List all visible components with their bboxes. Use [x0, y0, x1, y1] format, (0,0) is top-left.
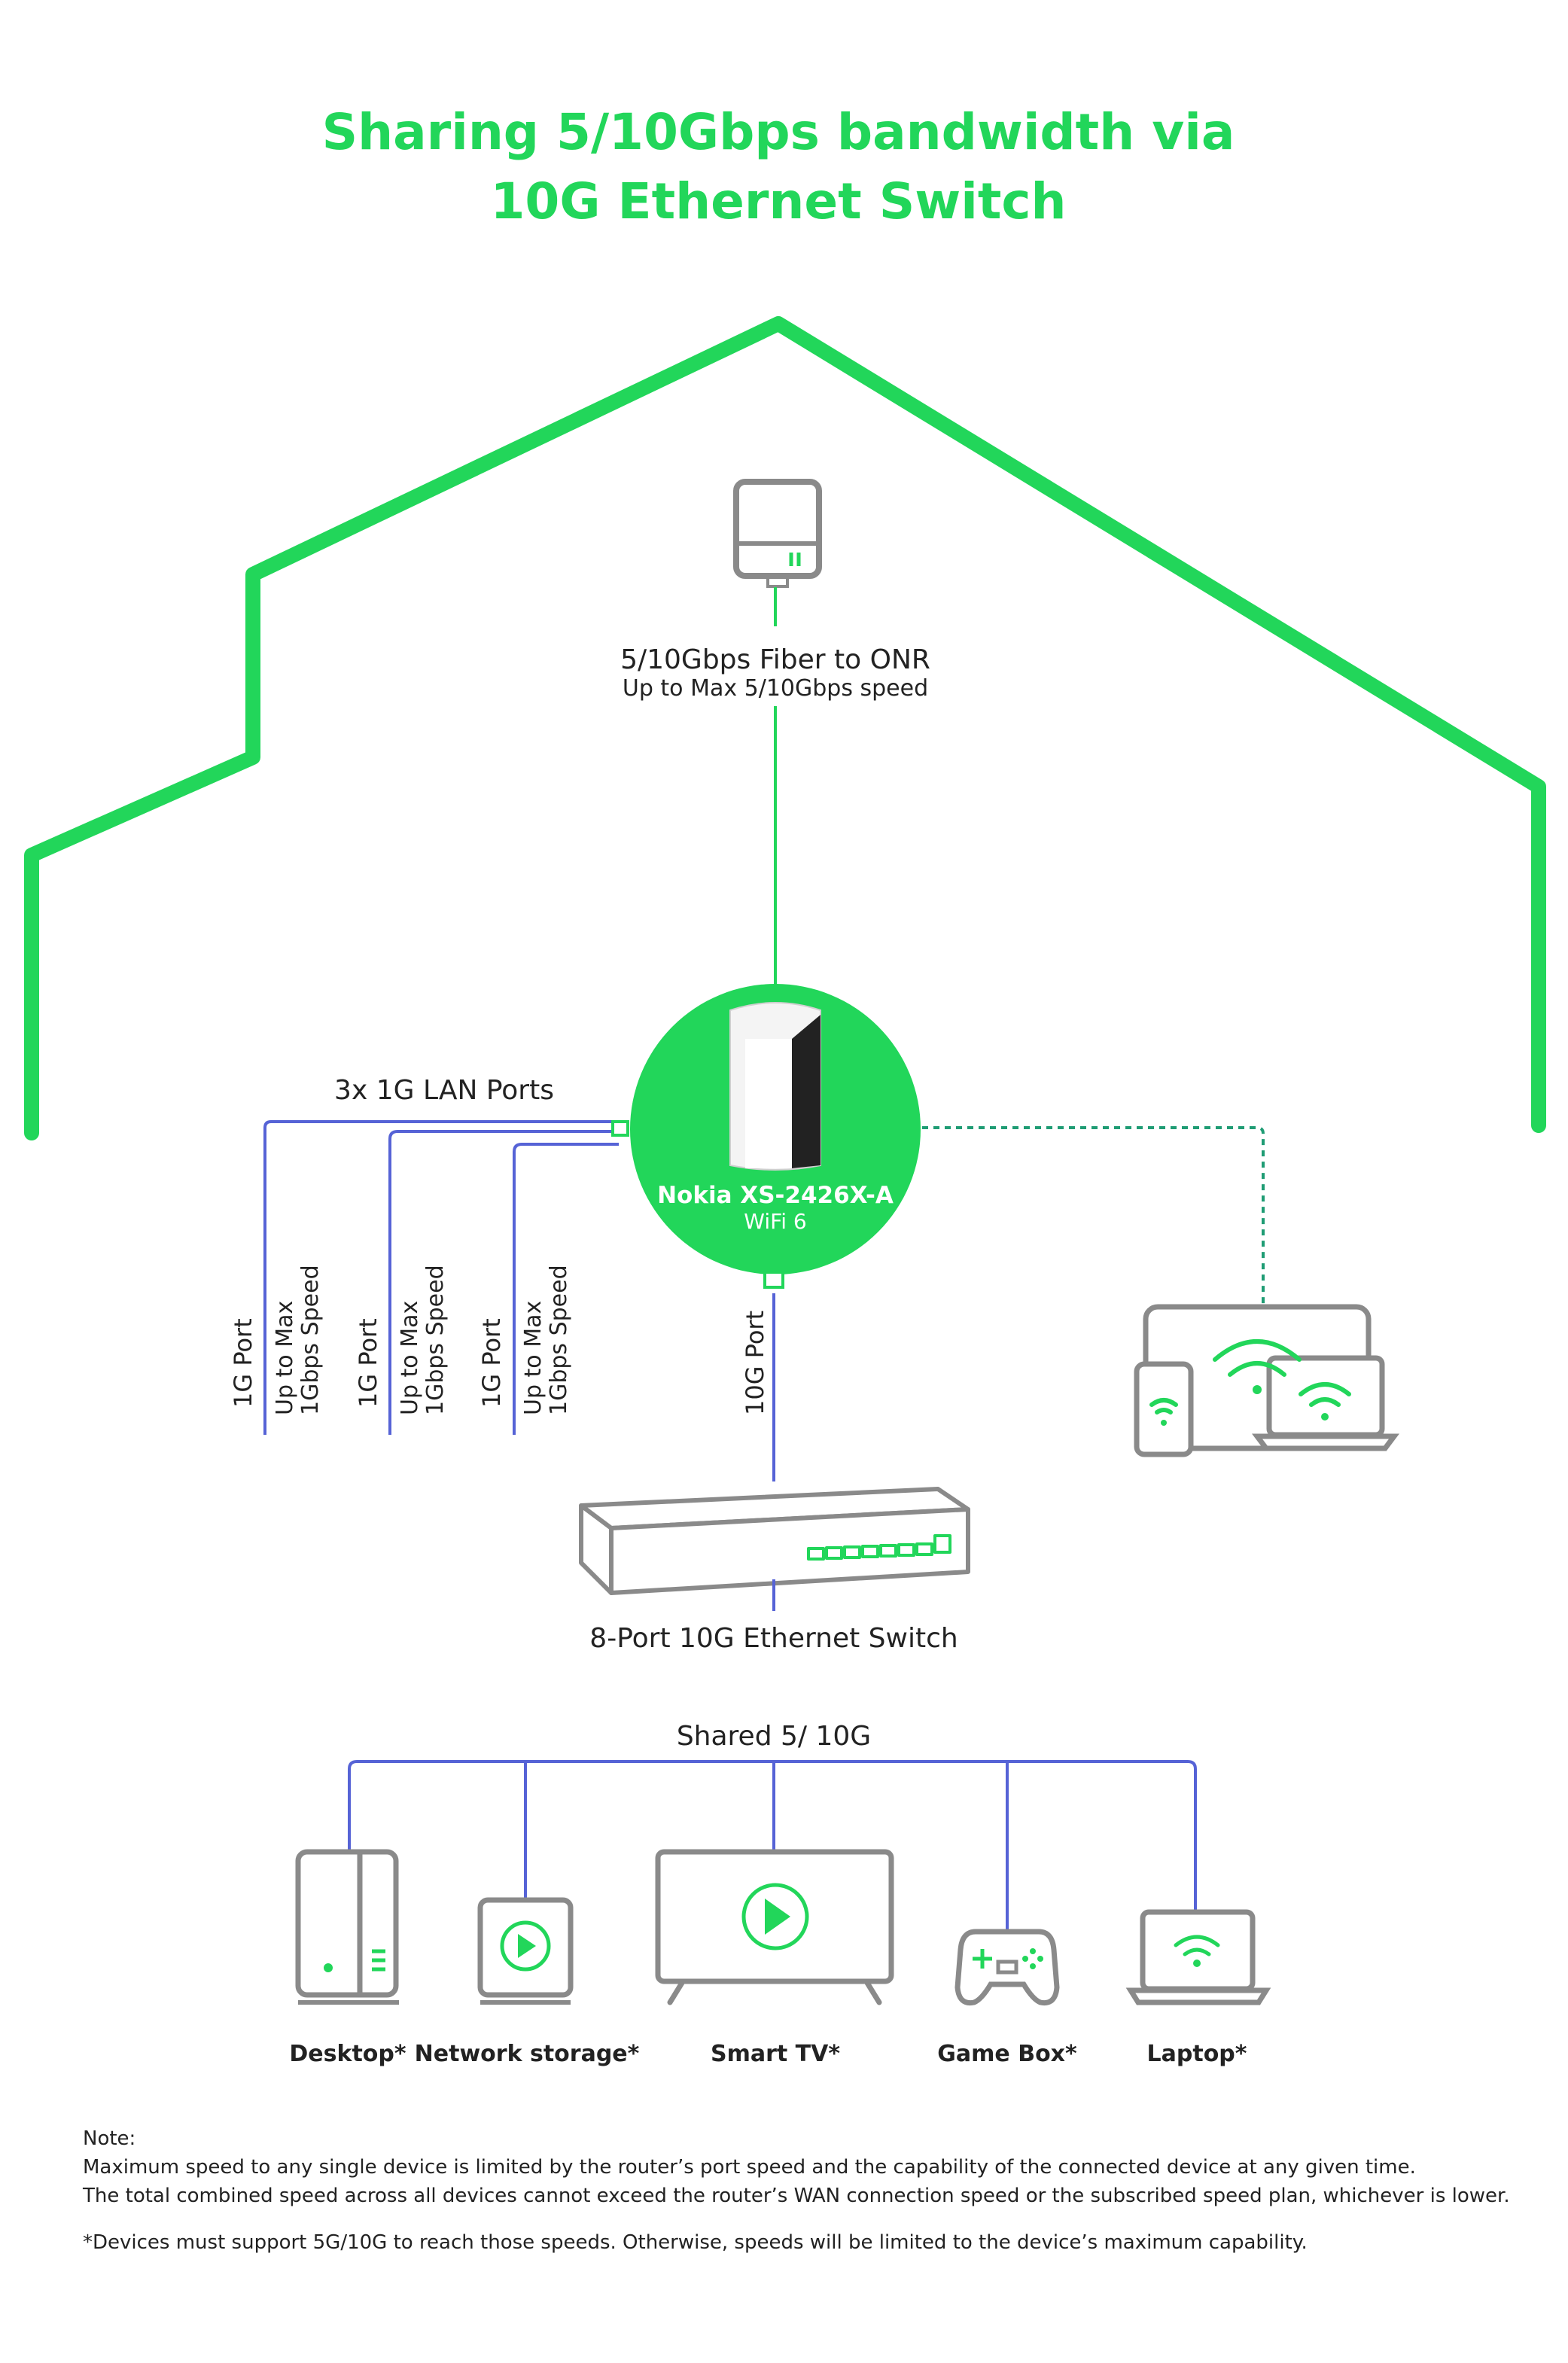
- router-node: Nokia XS-2426X-A WiFi 6: [611, 984, 921, 1289]
- house-outline: [24, 316, 1546, 1140]
- lan-port-3-speed-line1: Up to Max: [520, 1301, 547, 1415]
- fiber-label: 5/10Gbps Fiber to ONR: [620, 644, 930, 675]
- device-label-smart-tv: Smart TV*: [711, 2041, 840, 2067]
- ethernet-switch-icon: [579, 1487, 970, 1595]
- lan-port-3-label: 1G Port: [477, 1318, 506, 1408]
- switch-label: 8-Port 10G Ethernet Switch: [589, 1623, 958, 1654]
- lan-port-1-speed-line1: Up to Max: [272, 1301, 298, 1415]
- lan-port-1-label: 1G Port: [229, 1318, 257, 1408]
- uplink-port-label: 10G Port: [741, 1311, 769, 1415]
- laptop-icon: [1125, 1909, 1271, 2005]
- smart-tv-icon: [655, 1849, 894, 2005]
- note-line-2: The total combined speed across all devi…: [83, 2185, 1510, 2207]
- note-footnote: *Devices must support 5G/10G to reach th…: [83, 2231, 1308, 2254]
- device-label-desktop: Desktop*: [289, 2041, 406, 2067]
- device-label-laptop: Laptop*: [1147, 2041, 1247, 2067]
- device-label-game-box: Game Box*: [937, 2041, 1077, 2067]
- network-storage-icon: [477, 1897, 574, 2005]
- lan-ports-label: 3x 1G LAN Ports: [334, 1075, 554, 1106]
- title-line-2: 10G Ethernet Switch: [491, 172, 1067, 230]
- lan-port-3-speed-line2: 1Gbps Speed: [546, 1265, 572, 1415]
- lan-port-1-speed-line2: 1Gbps Speed: [297, 1265, 324, 1415]
- lan-port-2-label: 1G Port: [354, 1318, 382, 1408]
- distribution-cables: [348, 1760, 1197, 1932]
- shared-label: Shared 5/ 10G: [677, 1721, 871, 1752]
- desktop-icon: [295, 1849, 399, 2005]
- router-10g-port: [763, 1271, 784, 1289]
- wifi-devices-icon: [1134, 1304, 1399, 1457]
- lan-port-3-labels: 1G Port Up to Max 1Gbps Speed: [477, 1265, 572, 1415]
- lan-port-2-speed-line2: 1Gbps Speed: [422, 1265, 449, 1415]
- fiber-sublabel: Up to Max 5/10Gbps speed: [623, 675, 928, 702]
- lan-port-1-labels: 1G Port Up to Max 1Gbps Speed: [229, 1265, 324, 1415]
- router-sub: WiFi 6: [744, 1209, 806, 1234]
- wifi-link: [922, 1126, 1265, 1306]
- lan-port-2-labels: 1G Port Up to Max 1Gbps Speed: [354, 1265, 449, 1415]
- device-label-network-storage: Network storage*: [415, 2041, 640, 2067]
- lan-port-2-speed-line1: Up to Max: [397, 1301, 423, 1415]
- game-controller-icon: [955, 1929, 1060, 2006]
- notes-section: Note: Maximum speed to any single device…: [83, 2124, 1513, 2257]
- note-heading: Note:: [83, 2127, 136, 2150]
- onr-device-icon: [733, 479, 822, 588]
- note-line-1: Maximum speed to any single device is li…: [83, 2156, 1416, 2179]
- router-name: Nokia XS-2426X-A: [657, 1182, 894, 1209]
- title-line-1: Sharing 5/10Gbps bandwidth via: [322, 103, 1235, 161]
- router-lan-port: [611, 1120, 629, 1137]
- lan-cables: [263, 1120, 619, 1435]
